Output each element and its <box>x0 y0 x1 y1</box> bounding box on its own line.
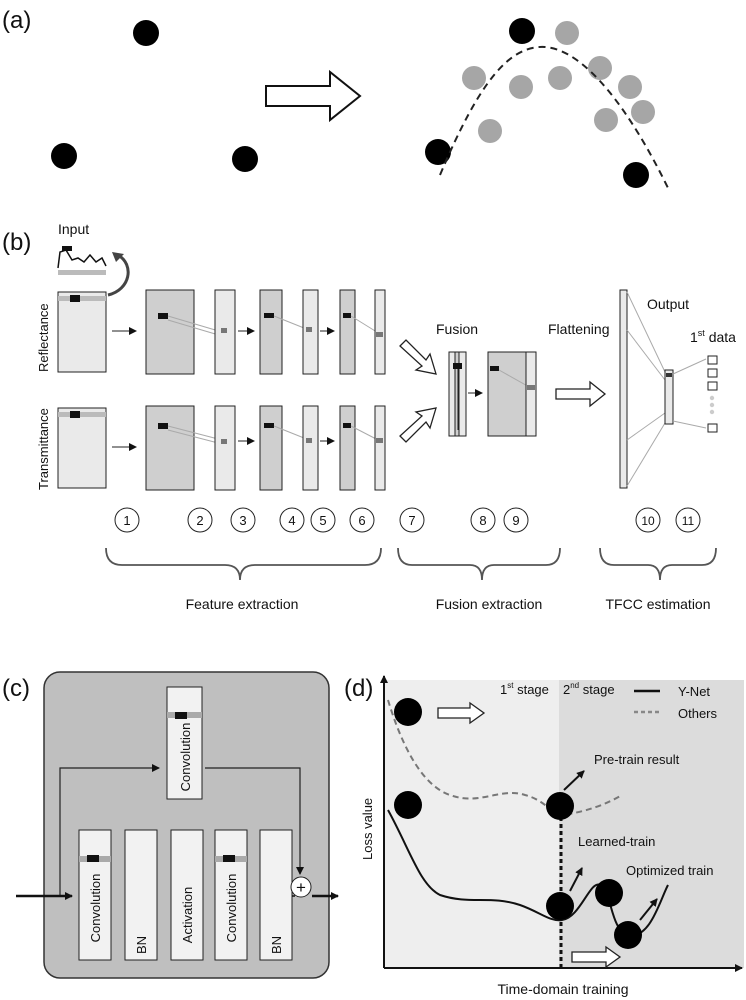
stage-braces <box>105 547 717 581</box>
y-axis-label: Loss value <box>360 798 375 860</box>
transmittance-network <box>57 405 386 491</box>
stage2-region <box>559 680 744 968</box>
step-number-circle <box>675 507 701 533</box>
merge-arrow-icon <box>399 407 437 443</box>
panel-a-label: (a) <box>2 7 31 34</box>
panel-b-label: (b) <box>2 229 31 256</box>
sample-point <box>425 139 451 165</box>
step-number: 10 <box>641 514 655 528</box>
sample-point <box>133 20 159 46</box>
loss-ball <box>546 792 574 820</box>
stage-label-tfcc-estimation: TFCC estimation <box>605 596 710 612</box>
annotation-learned-train: Learned-train <box>578 834 655 849</box>
panel-d-label: (d) <box>344 675 373 702</box>
block <box>170 829 204 961</box>
step-number: 9 <box>512 513 519 528</box>
panel-d: (d) Loss value Time-domain training 1st … <box>344 675 744 997</box>
fusion-label: Fusion <box>436 321 478 337</box>
input-label: Input <box>58 221 89 237</box>
output-label: Output <box>647 296 689 312</box>
annotation-optimized-train: Optimized train <box>626 863 713 878</box>
add-node-icon <box>290 876 312 898</box>
loss-ball <box>394 698 422 726</box>
loss-ball <box>595 879 623 907</box>
flattening-label: Flattening <box>548 321 609 337</box>
step-number-circle <box>349 507 375 533</box>
block-label: Convolution <box>224 874 239 943</box>
skip-convolution-block: Convolution <box>166 686 203 800</box>
legend-ynet: Y-Net <box>678 684 710 699</box>
loss-ball <box>614 921 642 949</box>
move-arrow-icon <box>571 945 622 969</box>
stage2-label: 2nd stage <box>563 681 615 697</box>
merge-arrow-icon <box>399 339 437 375</box>
step-number-circle <box>399 507 425 533</box>
sample-point <box>51 143 77 169</box>
step-number-circle <box>310 507 336 533</box>
others-loss-curve <box>387 699 623 817</box>
block-label: BN <box>134 936 149 954</box>
legend-others: Others <box>678 706 718 721</box>
input-curve-arrow-icon <box>107 253 130 297</box>
step-number-circle <box>635 507 661 533</box>
row-label-reflectance: Reflectance <box>36 303 51 372</box>
spectrum-icon <box>57 246 107 275</box>
step-number: 8 <box>479 513 486 528</box>
step-number-circle <box>187 507 213 533</box>
svg-text:Convolution: Convolution <box>178 723 193 792</box>
fusion-block <box>448 351 537 437</box>
step-number-circle <box>470 507 496 533</box>
block-label: Activation <box>180 887 195 943</box>
annotation-pretrain: Pre-train result <box>594 752 680 767</box>
row-label-transmittance: Transmittance <box>36 408 51 490</box>
stage-label-feature-extraction: Feature extraction <box>186 596 299 612</box>
panel-b: (b) Input Reflectance Transmittance <box>2 221 736 612</box>
step-number: 2 <box>196 513 203 528</box>
block <box>124 829 158 961</box>
svg-text:+: + <box>296 878 306 897</box>
sample-point <box>623 162 649 188</box>
residual-block-bg <box>43 671 330 979</box>
block <box>259 829 293 961</box>
step-number: 6 <box>358 513 365 528</box>
step-number-circle <box>230 507 256 533</box>
step-number: 1 <box>123 513 130 528</box>
stage1-label: 1st stage <box>500 681 549 697</box>
panel-a: (a) <box>2 7 669 189</box>
first-data-label: 1st data <box>690 328 736 345</box>
step-number: 11 <box>682 514 695 528</box>
step-number-circle <box>279 507 305 533</box>
transform-arrow-icon <box>265 69 362 123</box>
loss-ball <box>394 791 422 819</box>
sample-point <box>509 18 535 44</box>
sample-point <box>232 146 258 172</box>
block <box>78 829 112 961</box>
stage-label-fusion-extraction: Fusion extraction <box>436 596 543 612</box>
stage1-region <box>384 680 559 968</box>
reflectance-network <box>57 289 386 375</box>
augmented-points <box>462 21 655 143</box>
flatten-arrow-icon <box>555 380 607 408</box>
step-number: 7 <box>408 513 415 528</box>
loss-ball <box>546 892 574 920</box>
step-number: 4 <box>288 513 295 528</box>
fitted-curve <box>439 45 669 189</box>
step-number-circle <box>114 507 140 533</box>
panel-c-label: (c) <box>2 675 30 702</box>
x-axis-label: Time-domain training <box>498 981 629 997</box>
block <box>214 829 248 961</box>
block-label: BN <box>269 936 284 954</box>
step-numbers: 1 2 3 4 5 6 7 8 9 10 11 <box>114 507 701 533</box>
move-arrow-icon <box>437 701 486 725</box>
legend: Y-Net Others <box>634 684 718 721</box>
dense-layers <box>619 289 718 489</box>
step-number: 5 <box>319 513 326 528</box>
block-label: Convolution <box>88 874 103 943</box>
step-number-circle <box>503 507 529 533</box>
step-number: 3 <box>239 513 246 528</box>
